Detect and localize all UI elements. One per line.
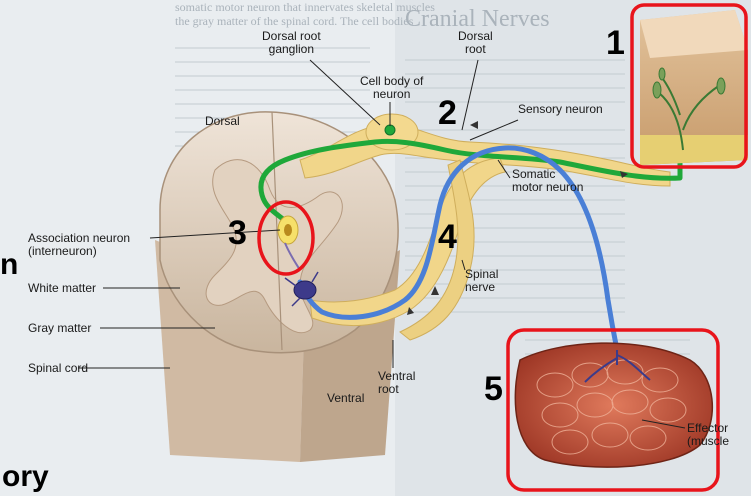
- label-ventral: Ventral: [327, 392, 364, 405]
- label-dorsal: Dorsal: [205, 115, 240, 128]
- label-spinal-nerve: Spinal nerve: [465, 268, 498, 294]
- label-effector-muscle: Effector (muscle: [687, 422, 729, 448]
- marker-3: 3: [228, 216, 247, 250]
- sensory-cell-body: [385, 125, 395, 135]
- marker-4: 4: [438, 220, 457, 254]
- label-dorsal-root: Dorsal root: [458, 30, 493, 56]
- label-gray-matter: Gray matter: [28, 322, 91, 335]
- cropped-text-left: n: [0, 250, 18, 280]
- marker-5: 5: [484, 372, 503, 406]
- label-spinal-cord: Spinal cord: [28, 362, 88, 375]
- label-ventral-root: Ventral root: [378, 370, 415, 396]
- label-white-matter: White matter: [28, 282, 96, 295]
- cropped-text-bottom: ory: [2, 462, 49, 492]
- background-text-line-1: somatic motor neuron that innervates ske…: [175, 0, 435, 15]
- marker-2: 2: [438, 96, 457, 130]
- marker-1: 1: [606, 26, 625, 60]
- label-dorsal-root-ganglion: Dorsal root ganglion: [262, 30, 321, 56]
- label-sensory-neuron: Sensory neuron: [518, 103, 603, 116]
- label-association-neuron: Association neuron (interneuron): [28, 232, 130, 258]
- muscle-effector: [515, 343, 712, 467]
- skin-receptor-block: [640, 10, 748, 165]
- label-somatic-motor-neuron: Somatic motor neuron: [512, 168, 583, 194]
- label-cell-body-of-neuron: Cell body of neuron: [360, 75, 423, 101]
- background-text-line-2: the gray matter of the spinal cord. The …: [175, 14, 413, 29]
